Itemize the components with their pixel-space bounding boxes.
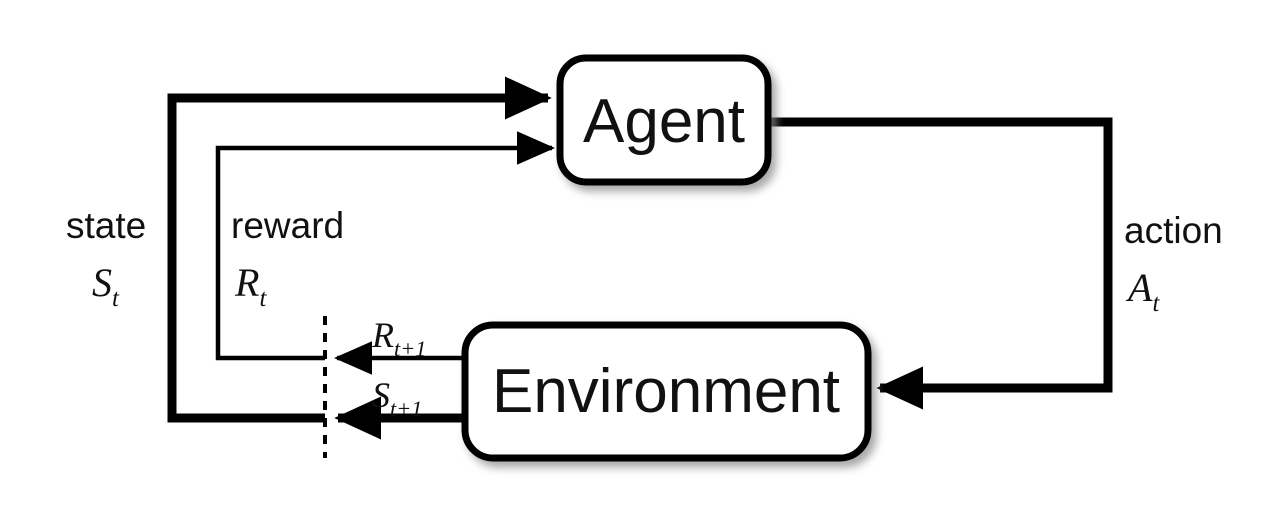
reward-arrow-path xyxy=(215,131,556,361)
state-next-symbol-base: S xyxy=(372,375,390,415)
edge-state xyxy=(167,76,552,423)
reward-symbol-sub: t xyxy=(259,285,267,312)
action-symbol-base: A xyxy=(1125,265,1153,310)
state-next-symbol-sub: t+1 xyxy=(390,396,422,421)
reward-next-symbol-sub: t+1 xyxy=(394,336,426,361)
edge-action xyxy=(768,117,1113,410)
agent-box[interactable] xyxy=(556,54,772,186)
reward-symbol-base: R xyxy=(234,260,259,305)
state-word: state xyxy=(66,205,146,246)
edge-reward xyxy=(215,131,556,361)
action-symbol-sub: t xyxy=(1152,290,1160,317)
reward-symbol: Rt xyxy=(234,260,267,312)
state-symbol: St xyxy=(92,260,120,312)
reward-next-symbol: Rt+1 xyxy=(371,315,426,361)
label-state-next: St+1 xyxy=(372,375,422,421)
reward-word: reward xyxy=(231,205,344,246)
state-symbol-base: S xyxy=(92,260,112,305)
label-state: state St xyxy=(66,205,146,312)
environment-label: Environment xyxy=(492,357,840,426)
action-arrow-path xyxy=(768,117,1113,410)
state-next-symbol: St+1 xyxy=(372,375,422,421)
agent-label: Agent xyxy=(583,87,745,156)
action-word: action xyxy=(1124,210,1223,251)
node-agent[interactable]: Agent xyxy=(556,54,772,186)
action-symbol: At xyxy=(1125,265,1160,317)
state-symbol-sub: t xyxy=(112,285,120,312)
reward-next-symbol-base: R xyxy=(371,315,394,355)
label-reward-next: Rt+1 xyxy=(371,315,426,361)
label-action: action At xyxy=(1124,210,1223,317)
state-arrow-path xyxy=(167,76,552,423)
label-reward: reward Rt xyxy=(231,205,344,312)
environment-box[interactable] xyxy=(461,321,872,462)
node-environment[interactable]: Environment xyxy=(461,321,872,462)
